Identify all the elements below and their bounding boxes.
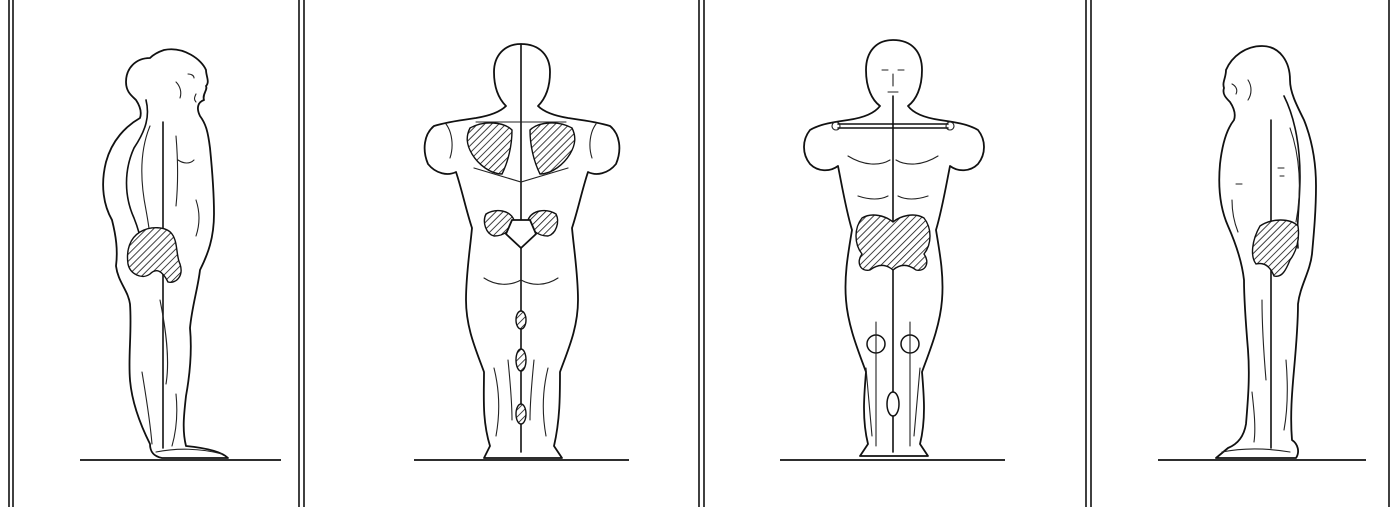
figure-side-right <box>1158 46 1366 460</box>
pelvis-hatched <box>856 215 930 270</box>
figure-back <box>414 44 629 460</box>
figure-front <box>780 40 1005 460</box>
figure-side-left <box>80 49 281 460</box>
ankle-marker <box>516 404 526 424</box>
panel-dividers <box>9 0 1389 507</box>
body-outline <box>425 44 620 458</box>
calf-marker <box>516 349 526 371</box>
knee-marker <box>516 311 526 329</box>
ankle-marker <box>887 392 899 416</box>
